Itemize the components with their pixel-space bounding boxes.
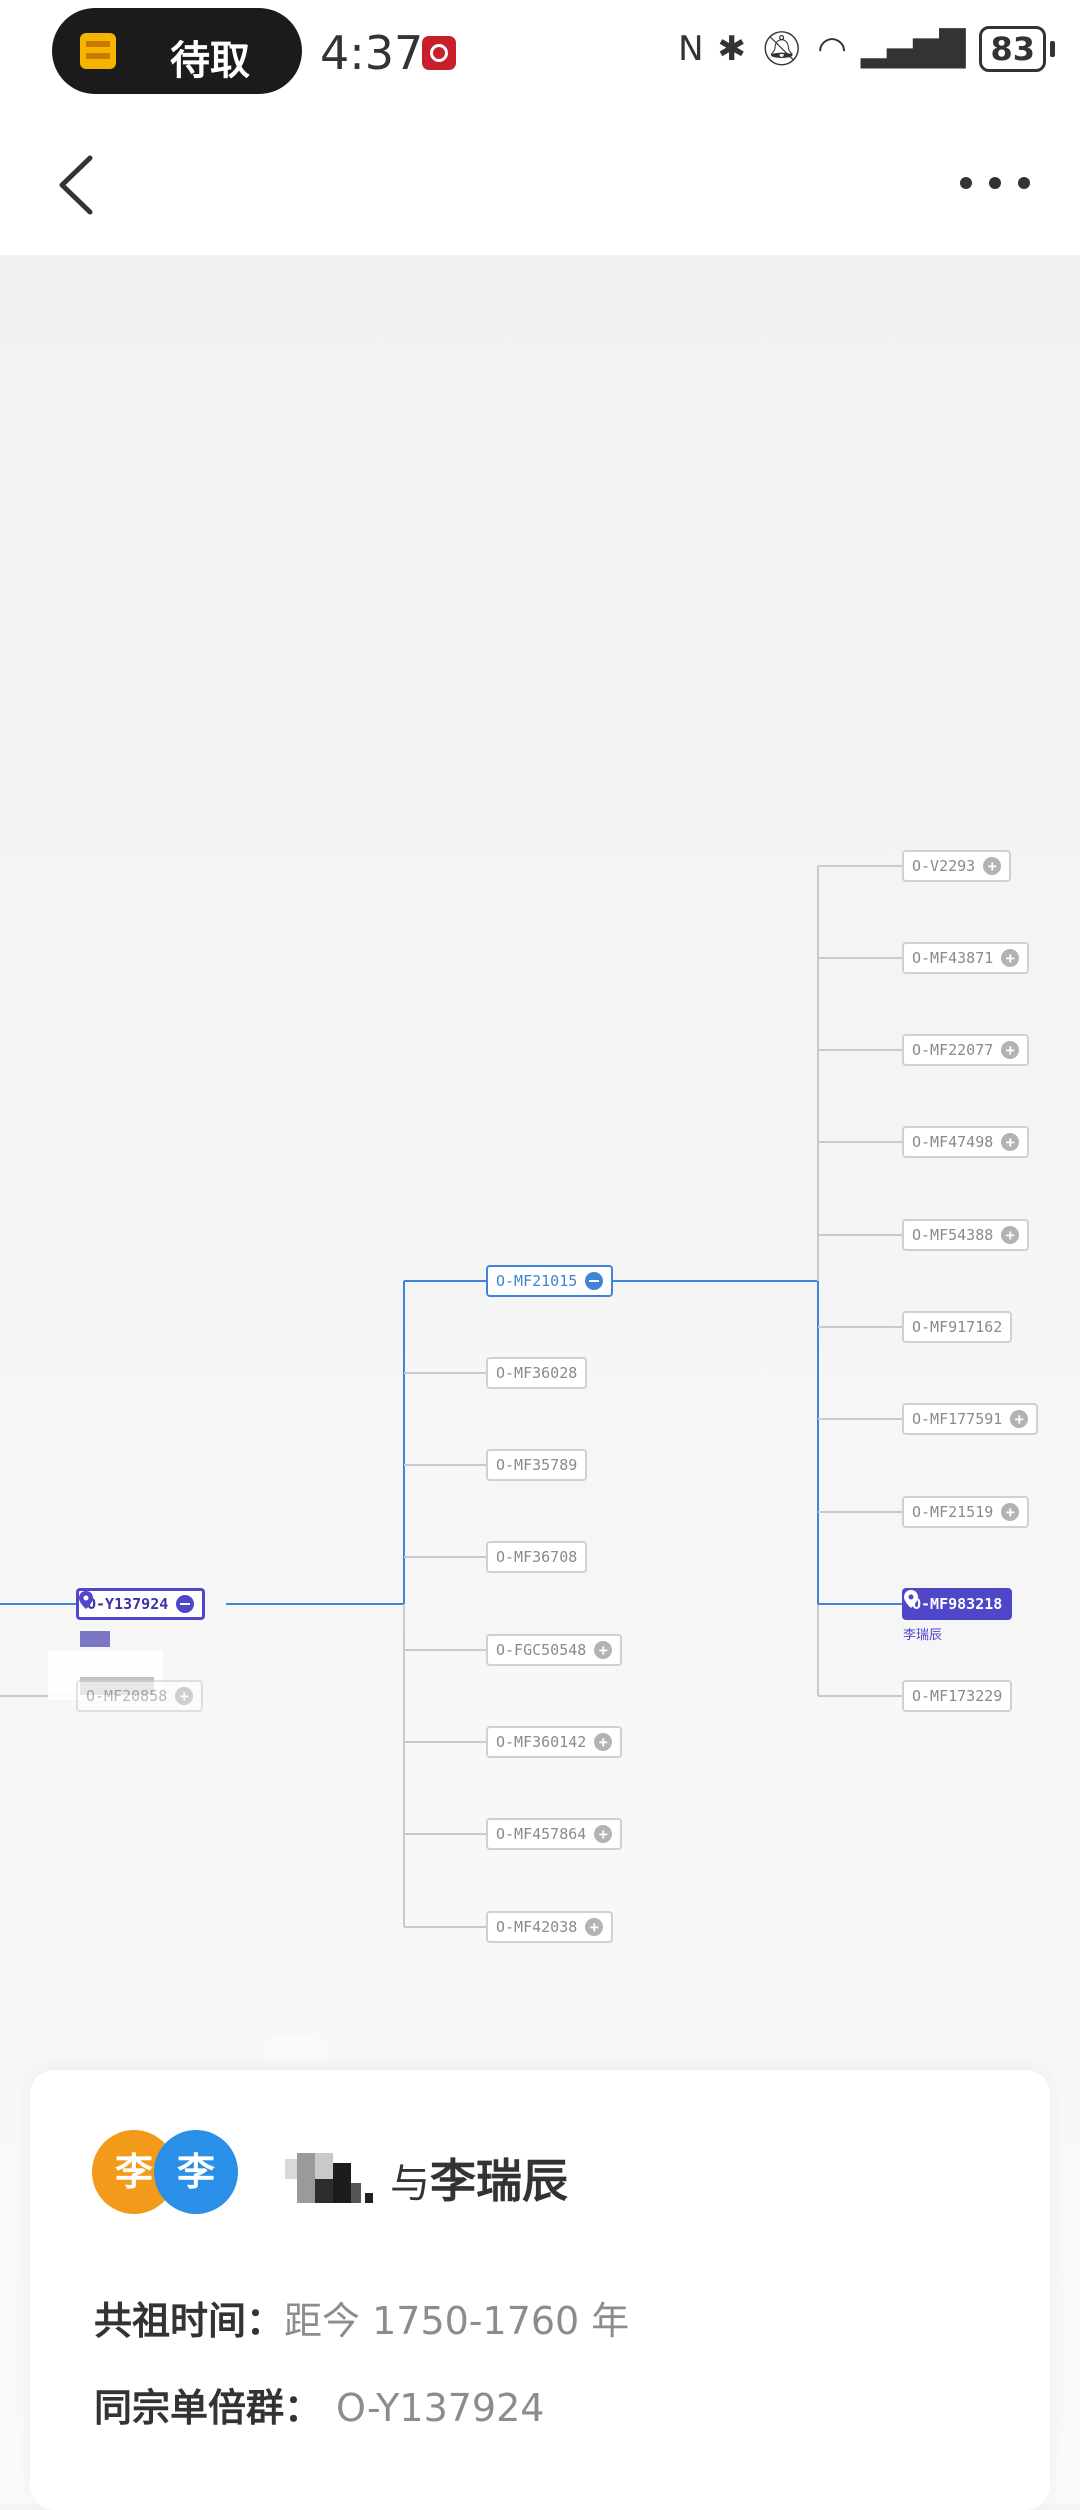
tree-node-level2[interactable]: O-MF42038 + — [486, 1911, 614, 1943]
tree-node-level3[interactable]: O-MF173229 — [902, 1680, 1013, 1712]
tree-node-label: O-MF54388 — [912, 1226, 994, 1244]
tree-node-label: O-MF21015 — [496, 1272, 578, 1290]
card-handle[interactable] — [262, 2037, 326, 2065]
tree-node-level3[interactable]: O-MF43871 + — [902, 942, 1030, 974]
tree-node-level3[interactable]: O-MF47498 + — [902, 1126, 1030, 1158]
expand-icon[interactable]: + — [1010, 1410, 1029, 1428]
pickup-notification-pill[interactable]: 待取 — [52, 8, 302, 94]
tree-node-label: O-MF35789 — [496, 1456, 578, 1474]
connector-text: 与 — [390, 2161, 430, 2207]
expand-icon[interactable]: + — [594, 1825, 613, 1843]
tree-node-level2[interactable]: O-MF36708 — [486, 1541, 588, 1573]
tree-node-label: O-MF983218 — [912, 1595, 1003, 1613]
bluetooth-icon: ✱ — [717, 29, 747, 69]
signal-icon: ▂▄▆█ — [860, 29, 966, 69]
tree-node-level3[interactable]: O-MF917162 — [902, 1311, 1013, 1343]
bank-app-icon — [422, 36, 456, 70]
tree-node-label: O-MF43871 — [912, 949, 994, 967]
haplogroup-label: 同宗单倍群： — [94, 2386, 323, 2430]
expand-icon[interactable]: + — [1001, 1226, 1020, 1244]
expand-icon[interactable]: + — [585, 1918, 604, 1936]
redacted-name-pixelation — [285, 2153, 373, 2203]
collapse-icon[interactable] — [585, 1272, 604, 1290]
expand-icon[interactable]: + — [1001, 949, 1020, 967]
express-locker-icon — [80, 33, 116, 69]
avatar: 李 — [154, 2130, 238, 2214]
haplogroup-row: 同宗单倍群： O-Y137924 — [94, 2377, 544, 2432]
person-name: 李瑞辰 — [430, 2154, 568, 2208]
nfc-icon: N — [678, 29, 704, 69]
expand-icon[interactable]: + — [175, 1687, 194, 1705]
navigation-bar — [0, 110, 1080, 255]
collapse-icon[interactable] — [176, 1595, 195, 1613]
tree-node-level2[interactable]: O-MF360142 + — [486, 1726, 623, 1758]
tree-node-level3[interactable]: O-MF22077 + — [902, 1034, 1030, 1066]
status-bar: 待取 4:37 N ✱ 🔕︎ ◠ ▂▄▆█ 83 — [0, 0, 1080, 110]
tree-node-label: O-MF457864 — [496, 1825, 587, 1843]
tree-node-label: O-MF47498 — [912, 1133, 994, 1151]
tree-node-level3[interactable]: O-V2293 + — [902, 850, 1012, 882]
common-ancestor-row: 共祖时间：距今 1750-1760 年 — [94, 2290, 629, 2345]
tree-node-level2[interactable]: O-MF36028 — [486, 1357, 588, 1389]
common-ancestor-label: 共祖时间： — [94, 2299, 285, 2343]
more-options-icon[interactable] — [960, 168, 1030, 198]
tree-node-label: O-MF22077 — [912, 1041, 994, 1059]
avatar-group: 李 李 — [92, 2130, 242, 2214]
back-icon[interactable] — [50, 150, 110, 220]
tree-node-label: O-V2293 — [912, 857, 976, 875]
location-pin-icon — [79, 1591, 93, 1609]
expand-icon[interactable]: + — [594, 1641, 613, 1659]
tree-node-level3[interactable]: O-MF177591 + — [902, 1403, 1039, 1435]
tree-node-level2[interactable]: O-MF21015 — [486, 1265, 614, 1297]
tree-connectors — [0, 865, 902, 1928]
target-person-name: 李瑞辰 — [903, 1628, 943, 1643]
tree-node-label: O-MF42038 — [496, 1918, 578, 1936]
tree-node-label: O-MF360142 — [496, 1733, 587, 1751]
redacted-block — [80, 1631, 110, 1647]
tree-node-label: O-MF36028 — [496, 1364, 578, 1382]
expand-icon[interactable]: + — [983, 857, 1002, 875]
battery-icon: 83 — [979, 26, 1055, 72]
tree-node-root[interactable]: O-Y137924 — [76, 1588, 206, 1620]
tree-node-label: O-Y137924 — [87, 1595, 169, 1613]
tree-node-level2[interactable]: O-MF457864 + — [486, 1818, 623, 1850]
tree-node-level3[interactable]: O-MF54388 + — [902, 1219, 1030, 1251]
tree-node-level2[interactable]: O-MF35789 — [486, 1449, 588, 1481]
mute-bell-icon: 🔕︎ — [760, 29, 804, 69]
clock: 4:37 — [320, 26, 424, 80]
tree-node-label: O-FGC50548 — [496, 1641, 587, 1659]
relation-info-card: 李 李 与李瑞辰 共祖时间：距今 1750-1760 年 同宗单倍群： O-Y13… — [30, 2070, 1050, 2510]
tree-node-label: O-MF20858 — [86, 1687, 168, 1705]
tree-node-label: O-MF173229 — [912, 1687, 1003, 1705]
tree-node-root-sibling[interactable]: O-MF20858 + — [76, 1680, 204, 1712]
common-ancestor-value: 距今 1750-1760 年 — [284, 2299, 630, 2343]
system-icons: N ✱ 🔕︎ ◠ ▂▄▆█ 83 — [678, 26, 1055, 72]
haplogroup-value: O-Y137924 — [336, 2386, 545, 2430]
expand-icon[interactable]: + — [1001, 1133, 1020, 1151]
expand-icon[interactable]: + — [1001, 1041, 1020, 1059]
location-pin-icon — [904, 1590, 918, 1608]
pickup-label: 待取 — [170, 38, 250, 84]
tree-node-level2[interactable]: O-FGC50548 + — [486, 1634, 623, 1666]
tree-node-level3[interactable]: O-MF21519 + — [902, 1496, 1030, 1528]
tree-node-target[interactable]: O-MF983218 — [902, 1588, 1013, 1620]
expand-icon[interactable]: + — [594, 1733, 613, 1751]
tree-node-label: O-MF36708 — [496, 1548, 578, 1566]
tree-node-label: O-MF21519 — [912, 1503, 994, 1521]
relation-title: 与李瑞辰 — [390, 2145, 568, 2211]
tree-node-label: O-MF177591 — [912, 1410, 1003, 1428]
tree-node-label: O-MF917162 — [912, 1318, 1003, 1336]
expand-icon[interactable]: + — [1001, 1503, 1020, 1521]
wifi-icon: ◠ — [817, 29, 847, 69]
